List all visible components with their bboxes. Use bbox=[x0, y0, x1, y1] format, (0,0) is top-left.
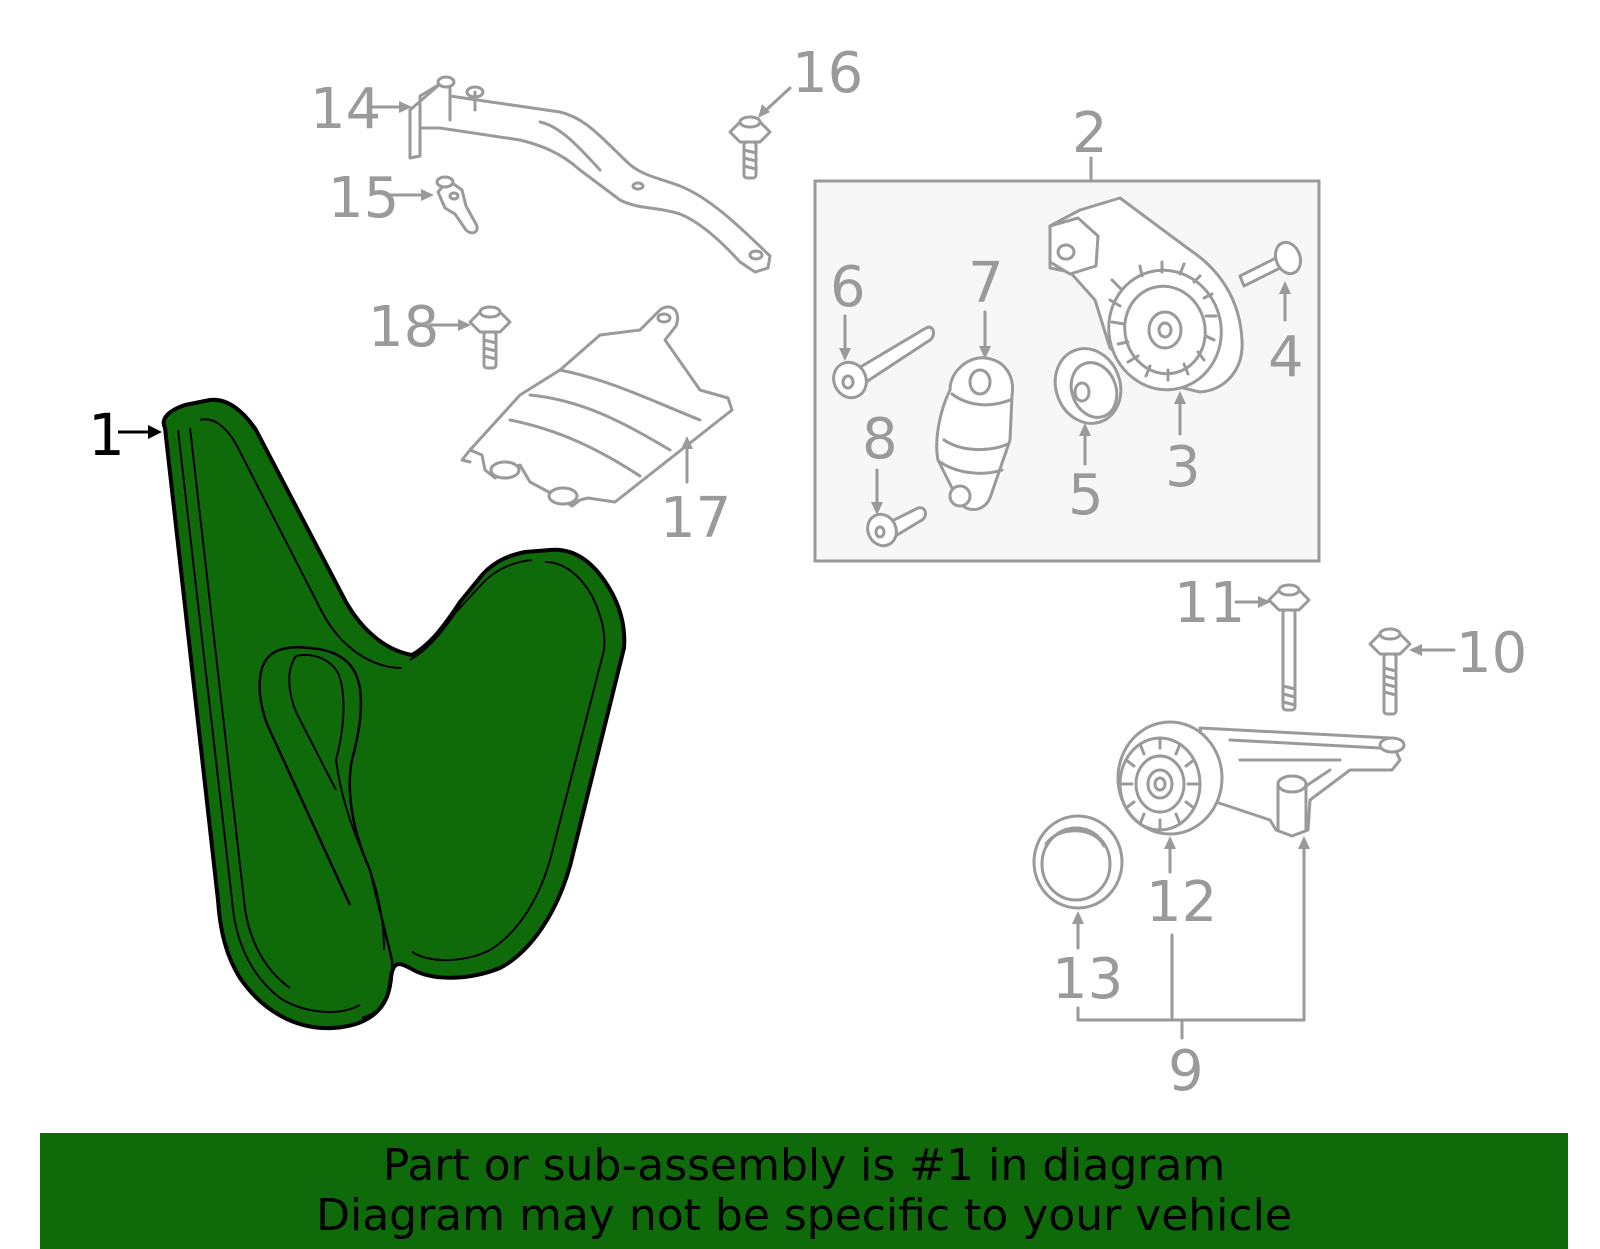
callout-11-leader bbox=[1234, 596, 1271, 608]
callout-14-leader bbox=[368, 101, 412, 113]
callout-12-leader bbox=[1164, 836, 1176, 874]
callout-11: 11 bbox=[1174, 571, 1245, 636]
callout-16: 16 bbox=[792, 41, 863, 106]
bolt-18 bbox=[468, 305, 512, 370]
bolt-6 bbox=[832, 325, 935, 400]
callout-1-leader bbox=[118, 425, 162, 439]
callout-3: 3 bbox=[1165, 435, 1201, 500]
callout-18-leader bbox=[428, 319, 471, 331]
callout-5-leader bbox=[1079, 423, 1091, 466]
bolt-11 bbox=[1267, 583, 1311, 712]
clip bbox=[435, 175, 479, 235]
serpentine-belt[interactable] bbox=[161, 397, 627, 1031]
callout-9: 9 bbox=[1168, 1039, 1204, 1104]
callout-2: 2 bbox=[1072, 101, 1108, 166]
callout-9-bracket bbox=[1076, 836, 1310, 1040]
heat-shield bbox=[460, 305, 734, 508]
pulley-5 bbox=[1053, 347, 1123, 425]
callout-13-leader bbox=[1072, 911, 1084, 950]
callout-6-leader bbox=[839, 314, 851, 361]
info-banner: Part or sub-assembly is #1 in diagram Di… bbox=[40, 1133, 1568, 1249]
bolt-10 bbox=[1368, 627, 1412, 716]
callout-18: 18 bbox=[368, 295, 439, 360]
banner-line-1: Part or sub-assembly is #1 in diagram bbox=[382, 1140, 1226, 1191]
callout-4-leader bbox=[1279, 281, 1291, 322]
callout-8: 8 bbox=[862, 407, 898, 472]
parts-diagram: 1 14 15 16 bbox=[88, 41, 1527, 1104]
banner-line-2: Diagram may not be specific to your vehi… bbox=[316, 1190, 1292, 1241]
damper bbox=[935, 356, 1015, 511]
callout-1: 1 bbox=[88, 401, 125, 469]
callout-16-leader bbox=[758, 86, 792, 118]
callout-10: 10 bbox=[1456, 621, 1527, 686]
bolt-4 bbox=[1238, 240, 1303, 288]
callout-17-leader bbox=[681, 436, 693, 484]
callout-12: 12 bbox=[1146, 870, 1217, 935]
support-bracket bbox=[408, 75, 772, 274]
callout-10-leader bbox=[1409, 644, 1456, 656]
pulley-cover bbox=[1032, 814, 1124, 910]
callout-17: 17 bbox=[660, 486, 731, 551]
idler-pulley-bracket bbox=[1116, 720, 1406, 838]
callout-4: 4 bbox=[1268, 325, 1304, 390]
callout-7: 7 bbox=[968, 251, 1004, 316]
callout-15: 15 bbox=[328, 166, 399, 231]
bolt-16 bbox=[728, 115, 772, 180]
tensioner-pulley bbox=[1048, 196, 1244, 394]
callout-14: 14 bbox=[310, 77, 381, 142]
callout-5: 5 bbox=[1068, 463, 1104, 528]
callout-8-leader bbox=[871, 468, 883, 515]
callout-7-leader bbox=[979, 310, 991, 359]
callout-15-leader bbox=[388, 189, 434, 201]
callout-6: 6 bbox=[830, 255, 866, 320]
bolt-8 bbox=[866, 506, 927, 548]
callout-13: 13 bbox=[1052, 947, 1123, 1012]
callout-3-leader bbox=[1174, 391, 1186, 436]
